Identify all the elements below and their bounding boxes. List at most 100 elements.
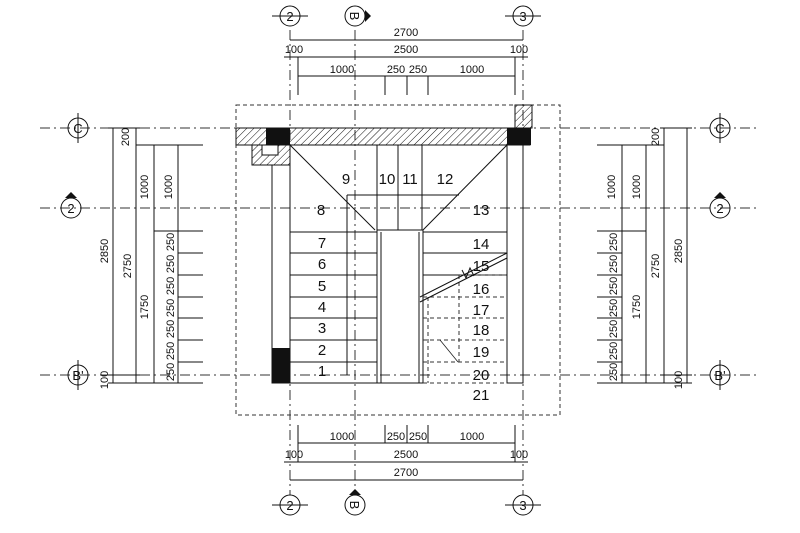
svg-text:250: 250	[608, 320, 620, 338]
svg-text:250: 250	[608, 233, 620, 251]
svg-text:250: 250	[608, 299, 620, 317]
svg-text:5: 5	[318, 278, 326, 295]
svg-text:2700: 2700	[394, 27, 418, 39]
svg-text:2: 2	[286, 498, 293, 513]
svg-text:19: 19	[473, 344, 490, 361]
svg-text:200: 200	[650, 128, 662, 146]
svg-text:B': B'	[714, 368, 725, 383]
svg-text:250: 250	[608, 363, 620, 381]
right-flight	[419, 231, 508, 384]
svg-text:2: 2	[286, 9, 293, 24]
bubble-right-c: C	[709, 113, 731, 143]
bubble-right-b: B'	[709, 360, 731, 390]
svg-text:100: 100	[99, 371, 111, 389]
bottom-dimensions: 1000 250 250 1000 2500 100 100 2700	[284, 425, 528, 481]
svg-text:2850: 2850	[673, 239, 685, 263]
column	[507, 128, 531, 145]
step-numbers: 1 2 3 4 5 6 7 8 9 10 11 12 13 14 15 16 1…	[317, 171, 490, 404]
svg-text:14: 14	[473, 236, 490, 253]
svg-text:250: 250	[409, 431, 427, 443]
svg-text:7: 7	[318, 235, 326, 252]
grid-lines	[40, 30, 760, 495]
bubble-right-2: 2	[709, 192, 731, 219]
svg-text:15: 15	[473, 258, 490, 275]
svg-text:100: 100	[285, 44, 303, 56]
svg-text:2750: 2750	[650, 254, 662, 278]
svg-text:250: 250	[165, 320, 177, 338]
svg-text:3: 3	[519, 498, 526, 513]
svg-text:B': B'	[72, 368, 83, 383]
svg-text:2750: 2750	[122, 254, 134, 278]
svg-text:250: 250	[608, 277, 620, 295]
top-dimensions: 2700 2500 100 100 1000 250 250 1000	[284, 27, 528, 95]
svg-text:250: 250	[387, 431, 405, 443]
svg-text:100: 100	[510, 44, 528, 56]
bubble-top-2: 2	[272, 5, 308, 27]
svg-text:1000: 1000	[163, 175, 175, 199]
bubble-left-c: C	[67, 113, 89, 143]
svg-text:3: 3	[519, 9, 526, 24]
left-dimensions: 200 1000 1000 2850 2750 1750 100 250 250…	[99, 127, 203, 389]
svg-text:1000: 1000	[330, 431, 354, 443]
svg-text:16: 16	[473, 281, 490, 298]
svg-text:1000: 1000	[606, 175, 618, 199]
svg-text:4: 4	[318, 299, 326, 316]
svg-text:250: 250	[165, 255, 177, 273]
bubble-top-3: 3	[505, 5, 541, 27]
left-flight	[290, 231, 377, 384]
svg-text:18: 18	[473, 322, 490, 339]
svg-text:1000: 1000	[460, 64, 484, 76]
svg-text:20: 20	[473, 367, 490, 384]
bubble-left-b: B'	[67, 360, 89, 390]
svg-text:250: 250	[165, 277, 177, 295]
svg-text:C: C	[73, 121, 82, 136]
svg-text:6: 6	[318, 256, 326, 273]
stair-plan: 1 2 3 4 5 6 7 8 9 10 11 12 13 14 15 16 1…	[235, 104, 561, 416]
svg-text:100: 100	[285, 449, 303, 461]
svg-text:17: 17	[473, 302, 490, 319]
svg-text:1000: 1000	[330, 64, 354, 76]
svg-text:11: 11	[402, 171, 418, 188]
svg-text:C: C	[715, 121, 724, 136]
bubble-bottom-3: 3	[505, 494, 541, 516]
svg-text:250: 250	[165, 342, 177, 360]
svg-text:250: 250	[165, 299, 177, 317]
right-dimensions: 200 1000 1000 2850 2750 1750 100 250 250…	[597, 127, 692, 389]
grid-bubbles: 2 B 3 2 B 3 C 2 B' C 2 B'	[60, 5, 731, 516]
svg-text:100: 100	[673, 371, 685, 389]
svg-text:200: 200	[120, 128, 132, 146]
svg-text:12: 12	[437, 171, 454, 188]
right-beam	[506, 144, 524, 384]
bubble-left-2: 2	[60, 192, 82, 219]
svg-text:3: 3	[318, 320, 326, 337]
bubble-bottom-2: 2	[272, 494, 308, 516]
svg-text:2: 2	[318, 342, 326, 359]
svg-text:8: 8	[317, 202, 325, 219]
svg-text:1750: 1750	[139, 295, 151, 319]
svg-text:1000: 1000	[631, 175, 643, 199]
bubble-bottom-b: B	[344, 489, 366, 516]
svg-text:2700: 2700	[394, 467, 418, 479]
svg-text:B: B	[347, 12, 362, 21]
svg-text:2: 2	[716, 201, 723, 216]
svg-text:2500: 2500	[394, 44, 418, 56]
svg-text:1: 1	[318, 363, 326, 380]
bubble-top-b: B	[344, 5, 371, 27]
svg-text:13: 13	[473, 202, 490, 219]
svg-text:9: 9	[342, 171, 350, 188]
svg-text:1000: 1000	[139, 175, 151, 199]
svg-text:250: 250	[387, 64, 405, 76]
svg-text:250: 250	[165, 363, 177, 381]
svg-text:250: 250	[608, 255, 620, 273]
svg-text:2500: 2500	[394, 449, 418, 461]
svg-text:1750: 1750	[631, 295, 643, 319]
stair-well	[376, 229, 424, 384]
svg-text:B: B	[347, 501, 362, 510]
svg-text:1000: 1000	[460, 431, 484, 443]
svg-text:250: 250	[608, 342, 620, 360]
svg-text:250: 250	[165, 233, 177, 251]
svg-text:2: 2	[67, 201, 74, 216]
svg-text:2850: 2850	[99, 239, 111, 263]
svg-text:10: 10	[379, 171, 396, 188]
